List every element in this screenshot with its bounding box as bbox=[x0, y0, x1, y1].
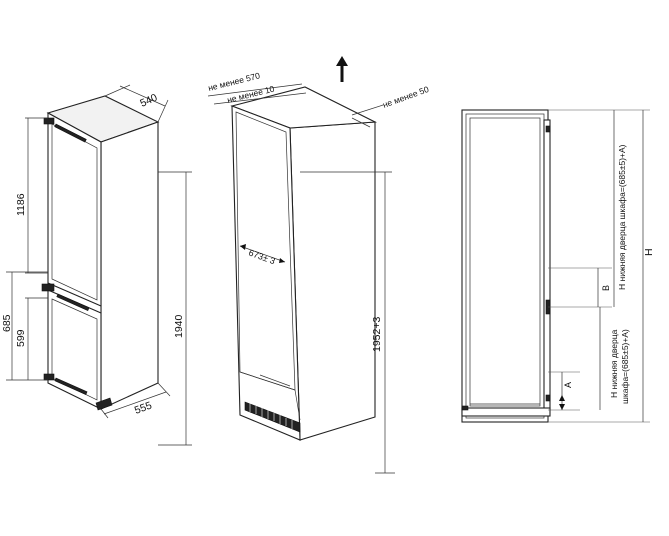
furniture-door bbox=[543, 119, 551, 411]
fridge-isometric-view: 540 555 1186 685 599 1940 bbox=[1, 84, 192, 446]
cabinet-outline bbox=[461, 109, 549, 423]
label-B: B bbox=[601, 285, 611, 291]
niche-front-frame bbox=[231, 105, 301, 441]
upper-door-formula: H нижняя дверца шкафа=(685±5)+A) bbox=[617, 144, 627, 290]
dim-1952: 1952+3 bbox=[371, 317, 383, 352]
dim-555: 555 bbox=[133, 399, 154, 416]
up-arrow-icon bbox=[336, 56, 348, 82]
lower-door-formula-line1: H нижняя дверца bbox=[609, 329, 619, 398]
niche-isometric-view: не менее 570 не менее 10 не менее 50 673… bbox=[207, 56, 430, 474]
bottom-hinge bbox=[43, 373, 55, 381]
top-hinge bbox=[43, 117, 55, 125]
lower-door-formula-line2: шкафа=(685±5)+A) bbox=[620, 329, 630, 404]
dim-685: 685 bbox=[1, 314, 13, 332]
middle-hinge bbox=[41, 283, 55, 292]
label-H: H bbox=[643, 248, 655, 256]
label-A: A bbox=[563, 382, 573, 388]
niche-side-panel bbox=[289, 121, 376, 441]
dim-540: 540 bbox=[138, 92, 159, 110]
fridge-lower-door bbox=[51, 298, 98, 401]
side-section-view: H B H нижняя дверца шкафа=(685±5)+A) A H… bbox=[461, 109, 655, 423]
fridge-front-face bbox=[47, 112, 102, 410]
label-min-50: не менее 50 bbox=[381, 84, 430, 110]
dim-1940: 1940 bbox=[173, 314, 185, 338]
fridge-side-face bbox=[100, 121, 159, 410]
fridge-body-section bbox=[469, 117, 541, 407]
dim-1186: 1186 bbox=[15, 193, 27, 216]
dim-599: 599 bbox=[15, 329, 27, 347]
